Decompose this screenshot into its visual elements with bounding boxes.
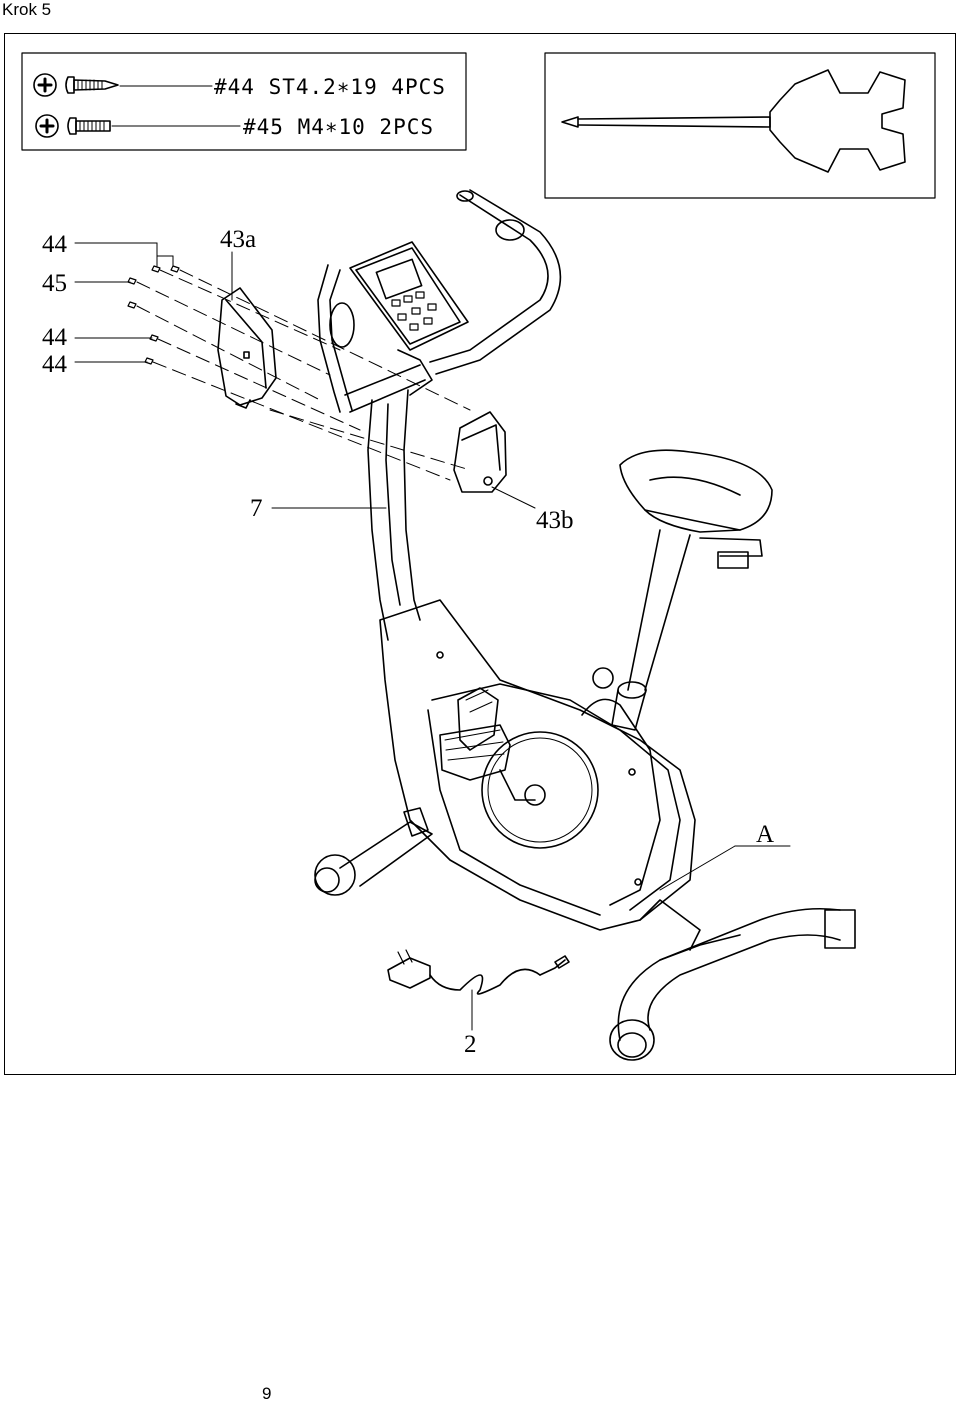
flywheel-housing	[379, 599, 696, 931]
callout-44-bottom: 44	[42, 351, 68, 378]
console-handlebar	[317, 189, 562, 413]
loose-screws	[127, 265, 180, 365]
hardware-box: #44 ST4.2∗19 4PCS #45 M4∗10 2PCS	[21, 52, 467, 151]
callout-leaders	[74, 242, 791, 1031]
screwdriver-wrench-icon	[561, 69, 906, 173]
callout-44-top: 44	[42, 231, 68, 258]
callout-43b: 43b	[536, 507, 574, 534]
pedal-assembly	[439, 687, 536, 801]
cover-43b	[453, 411, 507, 493]
rear-stabilizer	[609, 899, 856, 1061]
callout-2: 2	[464, 1031, 477, 1058]
cover-43a	[217, 287, 277, 409]
callout-43a: 43a	[220, 226, 256, 253]
callout-45: 45	[42, 270, 67, 297]
front-stabilizer	[314, 807, 433, 896]
callout-44-mid: 44	[42, 324, 68, 351]
seat-assembly	[592, 449, 773, 731]
screw-45-icon	[35, 114, 241, 138]
hardware-44-text: #44 ST4.2∗19 4PCS	[214, 75, 446, 99]
screw-44-icon	[33, 73, 213, 97]
diagram-frame	[4, 33, 956, 1075]
assembly-guide-lines	[136, 269, 471, 481]
page-number: 9	[262, 1384, 272, 1403]
callout-7: 7	[250, 495, 263, 522]
hardware-45-text: #45 M4∗10 2PCS	[243, 115, 434, 139]
step-title: Krok 5	[2, 0, 52, 19]
power-adapter-2	[387, 949, 570, 995]
tool-box	[544, 52, 936, 199]
main-frame-7	[367, 389, 421, 641]
callout-A: A	[756, 821, 774, 848]
